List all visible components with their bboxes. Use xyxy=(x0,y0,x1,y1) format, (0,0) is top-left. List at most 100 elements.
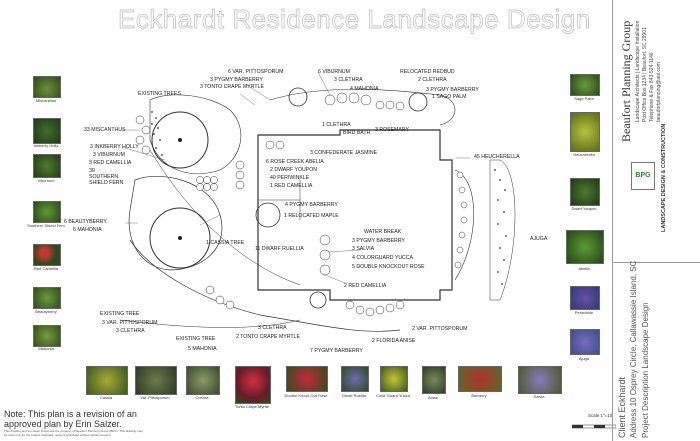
plant-caption: Var. Pittosporum xyxy=(140,395,170,400)
scale-bar xyxy=(572,424,616,429)
plan-label: 4 COLORGUARD YUCCA xyxy=(352,255,414,261)
plant-photo-double-knock-out-rose xyxy=(286,366,328,392)
plant-caption: Mahonia xyxy=(38,346,54,351)
plant-photo-miscanthus xyxy=(33,76,61,98)
plant-caption: Barberry xyxy=(471,393,487,398)
plan-label: 3 ROSEMARY xyxy=(375,127,409,133)
site-plan xyxy=(119,71,516,332)
plan-label: 3 INKBERRY HOLLY xyxy=(90,144,139,150)
plant-photo-beautyberry xyxy=(33,287,61,309)
plant-photo-red-camellia xyxy=(33,244,61,266)
plant-photo-inkberry-holly xyxy=(33,118,61,144)
plan-label: 3 CLETHRA xyxy=(258,325,287,331)
plan-label: 6 VIBURNUM xyxy=(318,69,350,75)
plant-caption: Anise xyxy=(427,395,439,400)
plan-label: 1 SAGO PALM xyxy=(432,94,467,100)
plan-label: EXISTING TREE xyxy=(100,311,140,317)
plan-label: 1 CASSIA TREE xyxy=(206,240,245,246)
plant-caption: Dwarf Yaupon xyxy=(571,206,597,211)
plant-photo-barberry xyxy=(458,366,502,392)
plant-caption: Heucherella xyxy=(573,152,595,157)
plan-label: 45 HEUCHERELLA xyxy=(474,154,520,160)
plant-caption: Clethra xyxy=(195,395,209,400)
plant-caption: Beautyberry xyxy=(35,309,57,314)
plan-label: 4 PYGMY BARBERRY xyxy=(285,202,338,208)
plant-photo-sago-palm xyxy=(570,74,600,96)
plan-label: 11 DWARF RUELLIA xyxy=(255,246,304,252)
plant-photo-tonto-crape-myrtle xyxy=(235,366,271,404)
plan-label: 3 VAR. PITTOSPORUM xyxy=(102,320,158,326)
plant-photo-ajuga xyxy=(570,329,600,355)
plant-caption: Salvia xyxy=(533,394,545,399)
plan-label: 3 PYGMY BARBERRY xyxy=(210,77,263,83)
plan-label: 3 CONFEDERATE JASMINE xyxy=(310,150,378,156)
company-phone: Telephone & Fax 843-524-1146 xyxy=(649,52,655,122)
company-email: beaufortplanning@aol.com xyxy=(656,62,662,122)
plant-caption: Color Guard Yucca xyxy=(376,393,410,398)
revision-note: Note: This plan is a revision of an appr… xyxy=(4,409,137,429)
plant-caption: Red Camellia xyxy=(33,266,59,271)
company-name: Beaufort Planning Group xyxy=(619,20,633,142)
plant-photo-salvia xyxy=(518,366,562,394)
fine-print: This drawing and the ideas shown are the… xyxy=(4,429,143,437)
title-block: Beaufort Planning Group Landscape Archit… xyxy=(612,0,700,441)
plant-photo-cassia xyxy=(86,366,128,395)
plan-label: WATER BREAK xyxy=(364,229,402,235)
plan-label: 5 DOUBLE KNOCKOUT ROSE xyxy=(352,264,425,270)
plan-label: 1 RELOCATED MAPLE xyxy=(284,213,339,219)
plan-label: 3 CLETHRA xyxy=(334,77,363,83)
plan-label: 1 CLETHRA xyxy=(322,122,351,128)
plan-label: 4 MAHONIA xyxy=(350,86,379,92)
address-line: Address 10 Osprey Circle, Callawassie Is… xyxy=(629,260,638,438)
plant-caption: Viburnum xyxy=(37,178,55,183)
plant-caption: Ajuga xyxy=(578,356,590,361)
company-logo: BPG xyxy=(631,162,655,190)
plan-label: 2 VAR. PITTOSPORUM xyxy=(412,326,468,332)
plan-label: 6 VAR. PITTOSPORUM xyxy=(228,69,284,75)
plant-photo-viburnum xyxy=(33,154,61,178)
company-badge: LANDSCAPE DESIGN & CONSTRUCTION xyxy=(661,123,667,232)
plan-label: 1 RED CAMELLIA xyxy=(270,183,313,189)
plan-label: 7 PYGMY BARBERRY xyxy=(310,348,363,354)
plan-label: 2 CLETHRA xyxy=(418,77,447,83)
plan-label: 5 MAHONIA xyxy=(188,346,217,352)
plant-caption: Sago Palm xyxy=(574,96,594,101)
plant-photo-dwarf-yaupon xyxy=(570,178,600,206)
company-address: Post Office Box 1234 | Beaufort, SC 2990… xyxy=(642,27,648,122)
plan-label: 2 FLORIDA ANISE xyxy=(372,338,416,344)
plan-label: 3 TONTO CRAPE MYRTLE xyxy=(200,84,264,90)
plant-caption: Tonto Crape Myrtle xyxy=(235,404,269,409)
plan-label: 6 ROSE CREEK ABELIA xyxy=(266,159,324,165)
plant-photo-heucherella xyxy=(570,112,600,152)
plant-caption: Southern Shield Fern xyxy=(27,223,65,228)
plant-photo-anise xyxy=(422,366,446,394)
plan-label: 2 TONTO CRAPE MYRTLE xyxy=(236,334,300,340)
plan-label: AJUGA xyxy=(530,236,548,242)
plan-label: 6 BEAUTYBERRY xyxy=(64,219,107,225)
plan-label: 3 PYGMY BARBERRY xyxy=(352,238,405,244)
project-line: Project Description Landscape Design xyxy=(641,302,650,438)
page-title: Eckhardt Residence Landscape Design xyxy=(118,4,591,35)
plant-photo-southern-shield-fern xyxy=(33,201,61,223)
plan-label: 33 MISCANTHUS xyxy=(84,127,126,133)
plan-label: 3 VIBURNUM xyxy=(93,152,125,158)
plan-label: 2 RED CAMELLIA xyxy=(344,283,387,289)
plan-label: 3 SALVIA xyxy=(352,246,375,252)
plant-caption: Periwinkle xyxy=(574,310,594,315)
plan-label: 3 RED CAMELLIA xyxy=(89,160,132,166)
plan-label: 2 DWARF YOUPON xyxy=(270,167,317,173)
plan-label: 6 MAHONIA xyxy=(73,227,102,233)
plan-label: 40 PERIWINKLE xyxy=(270,175,310,181)
plant-caption: Miscanthus xyxy=(35,98,57,103)
plant-caption: Dwarf Ruellia xyxy=(342,393,366,398)
plant-photo-clethra xyxy=(186,366,220,395)
plan-label: EXISTING TREES xyxy=(138,91,181,97)
scale-label: Scale 1"=10' xyxy=(588,413,614,418)
plant-photo-mahonia xyxy=(33,325,61,347)
plan-label: 3 PYGMY BARBERRY xyxy=(426,87,479,93)
plant-caption: Cassia xyxy=(99,395,113,400)
plan-label: 30 SOUTHERN SHIELD FERN xyxy=(89,168,124,186)
plant-caption: Abelia xyxy=(578,266,590,271)
plant-caption: Inkberry Holly xyxy=(33,143,59,148)
plant-photo-abelia xyxy=(566,230,604,264)
